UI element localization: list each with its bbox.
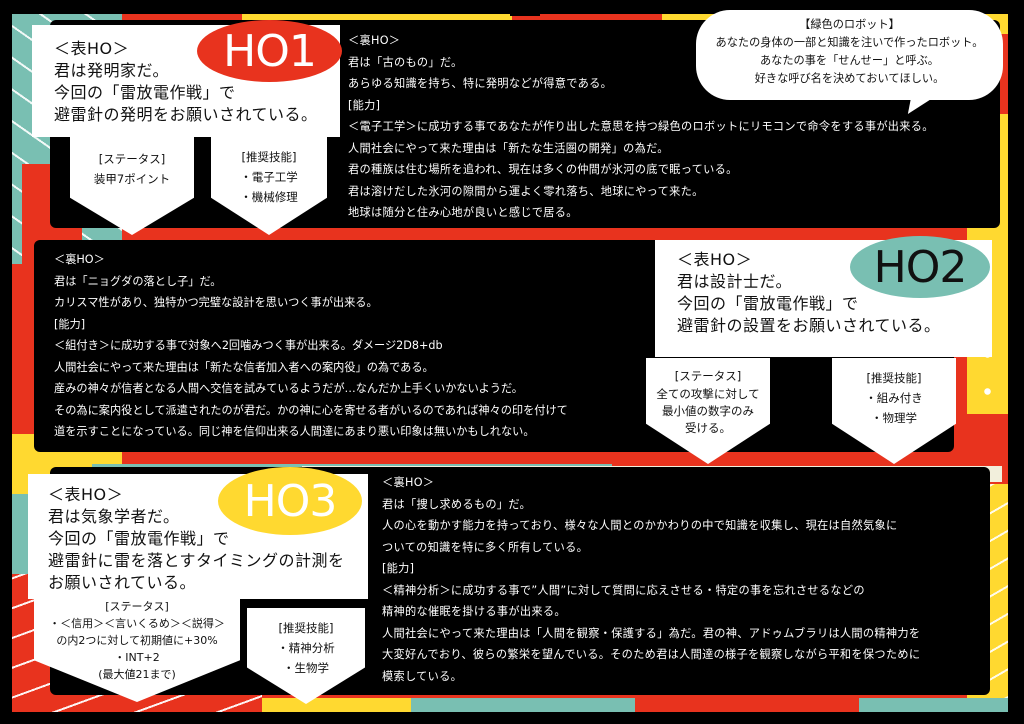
status-line: の内2つに対して初期値に+30% (56, 634, 218, 647)
ura-line: 産みの神々が信者となる人間へ交信を試みているようだが…なんだか上手くいかないよう… (54, 382, 523, 395)
status-header: [ステータス] (98, 152, 166, 166)
bubble-line: あなたの事を「せんせー」と呼ぶ。 (759, 54, 939, 67)
ho3-omote-header: ＜表HO＞ (48, 485, 124, 504)
skill-item: ・機械修理 (240, 190, 298, 204)
ho2-omote-line: 避雷針の設置をお願いされている。 (677, 316, 941, 335)
ho2-badge: HO2 (850, 236, 990, 298)
skill-item: ・物理学 (871, 411, 917, 425)
ura-line: 君の種族は住む場所を追われ、現在は多くの仲間が氷河の底で眠っている。 (348, 163, 738, 176)
status-line: (最大値21まで) (98, 668, 176, 681)
ho2-omote-line: 今回の「雷放電作戦」で (677, 294, 859, 313)
ura-line: ＜組付き＞に成功する事で対象へ2回噛みつく事が出来る。ダメージ2D8+db (54, 339, 443, 352)
ura-line: ＜電子工学＞に成功する事であなたが作り出した意思を持つ緑色のロボットにリモコンで… (348, 120, 934, 133)
ura-line: 地球は随分と住み心地が良いと感じで居る。 (348, 206, 578, 219)
multicolor-band (262, 698, 1008, 712)
skill-item: ・組み付き (865, 391, 923, 405)
ura-line: ＜精神分析＞に成功する事で”人間”に対して質問に応えさせる・特定の事を忘れさせる… (382, 583, 865, 597)
ura-line: 君は「捜し求めるもの」だ。 (382, 497, 532, 511)
ura-line: 君は「古のもの」だ。 (348, 55, 463, 69)
ho1-omote-line: 避雷針の発明をお願いされている。 (54, 105, 318, 124)
robot-speech-bubble: 【緑色のロボット】 あなたの身体の一部と知識を注いで作ったロボット。 あなたの事… (696, 10, 1003, 100)
ura-line: 人間社会にやって来た理由は「新たな信者加入者への案内役」の為である。 (54, 360, 434, 374)
ho1-ura-text: ＜裏HO＞ 君は「古のもの」だ。 あらゆる知識を持ち、特に発明などが得意である。… (348, 30, 934, 224)
ura-line: 道を示すことになっている。同じ神を信仰出来る人間達にあまり悪い印象は無いかもしれ… (54, 425, 535, 438)
ho2-omote-header: ＜表HO＞ (677, 250, 753, 269)
ho3-badge: HO3 (218, 467, 362, 535)
ura-line: [能力] (348, 98, 381, 112)
ho1-badge: HO1 (197, 20, 342, 82)
status-line: ・INT+2 (114, 651, 160, 664)
ura-line: 模索している。 (382, 669, 463, 683)
ura-line: 君は「ニョグダの落とし子」だ。 (54, 274, 222, 288)
status-line: ・＜信用＞＜言いくるめ＞＜説得＞ (49, 617, 225, 630)
ura-line: 人間社会にやって来た理由は「新たな生活圏の開発」の為だ。 (348, 141, 669, 155)
ura-line: カリスマ性があり、独特かつ完璧な設計を思いつく事が出来る。 (54, 296, 378, 309)
ho3-ura-text: ＜裏HO＞ 君は「捜し求めるもの」だ。 人の心を動かす能力を持っており、様々な人… (382, 472, 920, 687)
status-line: 装甲7ポイント (93, 172, 171, 186)
ura-header: ＜裏HO＞ (54, 253, 105, 266)
ura-line: 人間社会にやって来た理由は「人間を観察・保護する」為だ。君の神、アドゥムブラリは… (382, 626, 921, 640)
skills-header: [推奨技能] (278, 621, 334, 635)
status-line: 受ける。 (685, 421, 731, 435)
status-header: [ステータス] (674, 369, 742, 383)
skill-item: ・精神分析 (277, 641, 335, 655)
ura-line: [能力] (382, 562, 415, 575)
bubble-line: あなたの身体の一部と知識を注いで作ったロボット。 (715, 36, 984, 49)
status-line: 全ての攻撃に対して (656, 387, 760, 401)
skills-header: [推奨技能] (866, 371, 922, 385)
top-notch (510, 0, 540, 16)
skill-item: ・電子工学 (240, 170, 298, 184)
ura-line: ついての知識を特に多く所有している。 (382, 540, 589, 554)
ura-line: あらゆる知識を持ち、特に発明などが得意である。 (348, 77, 613, 90)
ura-line: 君は溶けだした氷河の隙間から運よく零れ落ち、地球にやって来た。 (348, 184, 704, 198)
ho1-omote-header: ＜表HO＞ (54, 39, 130, 58)
ura-line: [能力] (54, 317, 86, 331)
bubble-line: 好きな呼び名を決めておいてほしい。 (754, 72, 945, 85)
ura-header: ＜裏HO＞ (382, 476, 435, 489)
ho3-omote-line: お願いされている。 (48, 573, 197, 592)
ura-line: 大変好んでおり、彼らの繁栄を望んでいる。そのため君は人間達の様子を観察しながら平… (382, 648, 921, 661)
status-header: [ステータス] (105, 600, 169, 613)
ura-line: 人の心を動かす能力を持っており、様々な人間とのかかわりの中で知識を収集し、現在は… (382, 519, 898, 532)
ho2-omote-line: 君は設計士だ。 (677, 272, 793, 291)
ho3-omote-line: 今回の「雷放電作戦」で (48, 529, 230, 548)
bubble-title: 【緑色のロボット】 (799, 18, 900, 31)
ho3-omote-line: 君は気象学者だ。 (48, 507, 180, 526)
skills-header: [推奨技能] (241, 150, 297, 164)
ho2-ura-text: ＜裏HO＞ 君は「ニョグダの落とし子」だ。 カリスマ性があり、独特かつ完璧な設計… (54, 249, 568, 443)
skill-item: ・生物学 (283, 661, 329, 675)
status-line: 最小値の数字のみ (662, 404, 754, 418)
ura-line: その為に案内役として派遣されたのが君だ。かの神に心を寄せる者がいるのであれば神々… (54, 403, 568, 417)
ho3-omote-line: 避雷針に雷を落とすタイミングの計測を (48, 551, 345, 570)
ho1-omote-line: 君は発明家だ。 (54, 61, 170, 80)
ura-line: 精神的な催眠を掛ける事が出来る。 (382, 605, 566, 618)
ura-header: ＜裏HO＞ (348, 34, 401, 47)
ho1-omote-line: 今回の「雷放電作戦」で (54, 83, 236, 102)
